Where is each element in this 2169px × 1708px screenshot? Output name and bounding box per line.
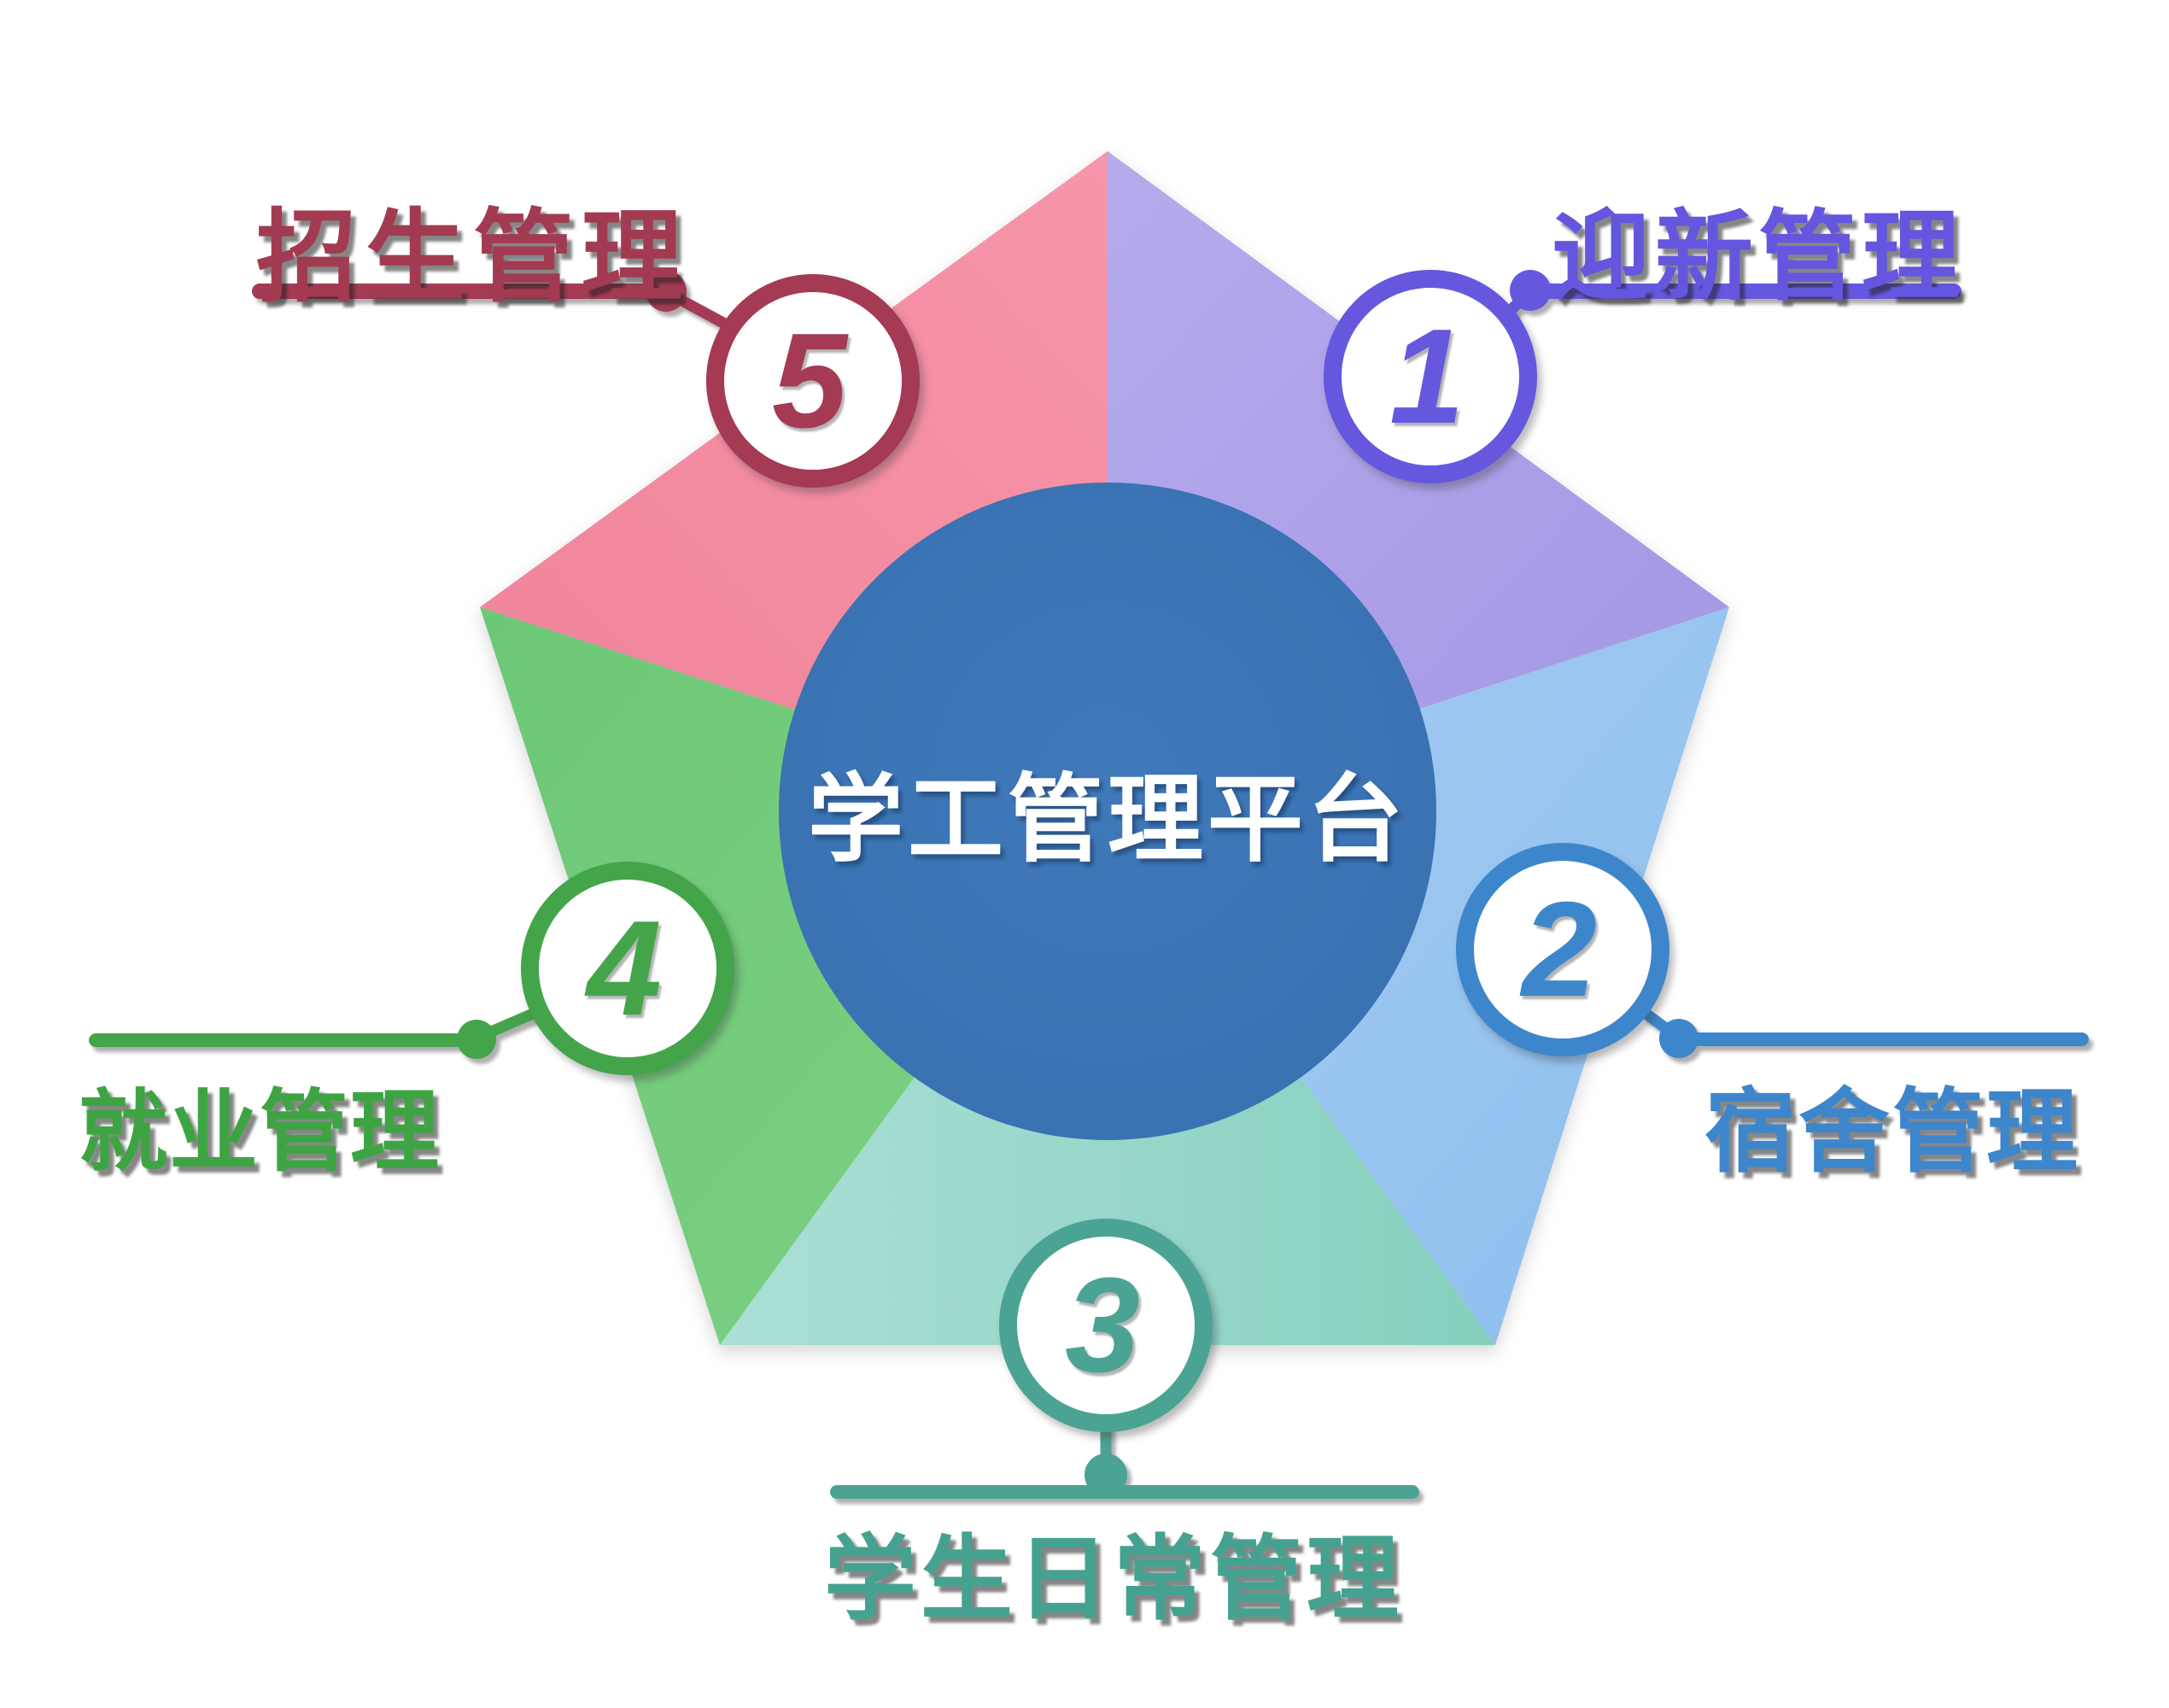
module-badge-1: 1 bbox=[1324, 270, 1537, 483]
module-number-2: 2 bbox=[1522, 874, 1597, 1025]
connector-dot-2 bbox=[1659, 1019, 1698, 1058]
module-label-4: 就业管理 bbox=[79, 1083, 441, 1182]
platform-title: 学工管理平台 bbox=[808, 766, 1407, 873]
module-badge-2: 2 bbox=[1456, 843, 1669, 1056]
module-number-4: 4 bbox=[587, 893, 662, 1044]
connector-dot-1 bbox=[1510, 270, 1551, 311]
module-label-3: 学生日常管理 bbox=[824, 1527, 1404, 1630]
module-label-1: 迎新管理 bbox=[1552, 202, 1966, 312]
connector-dot-4 bbox=[457, 1020, 496, 1059]
module-badge-4: 4 bbox=[521, 862, 734, 1075]
module-badge-5: 5 bbox=[706, 274, 920, 488]
module-number-3: 3 bbox=[1065, 1250, 1140, 1401]
module-badge-3: 3 bbox=[999, 1219, 1213, 1432]
connector-dot-5 bbox=[646, 271, 687, 312]
module-label-5: 招生管理 bbox=[256, 202, 691, 314]
module-label-2: 宿舍管理 bbox=[1704, 1080, 2081, 1183]
module-number-1: 1 bbox=[1389, 301, 1465, 452]
center-circle bbox=[779, 483, 1436, 1140]
module-number-5: 5 bbox=[772, 306, 847, 456]
